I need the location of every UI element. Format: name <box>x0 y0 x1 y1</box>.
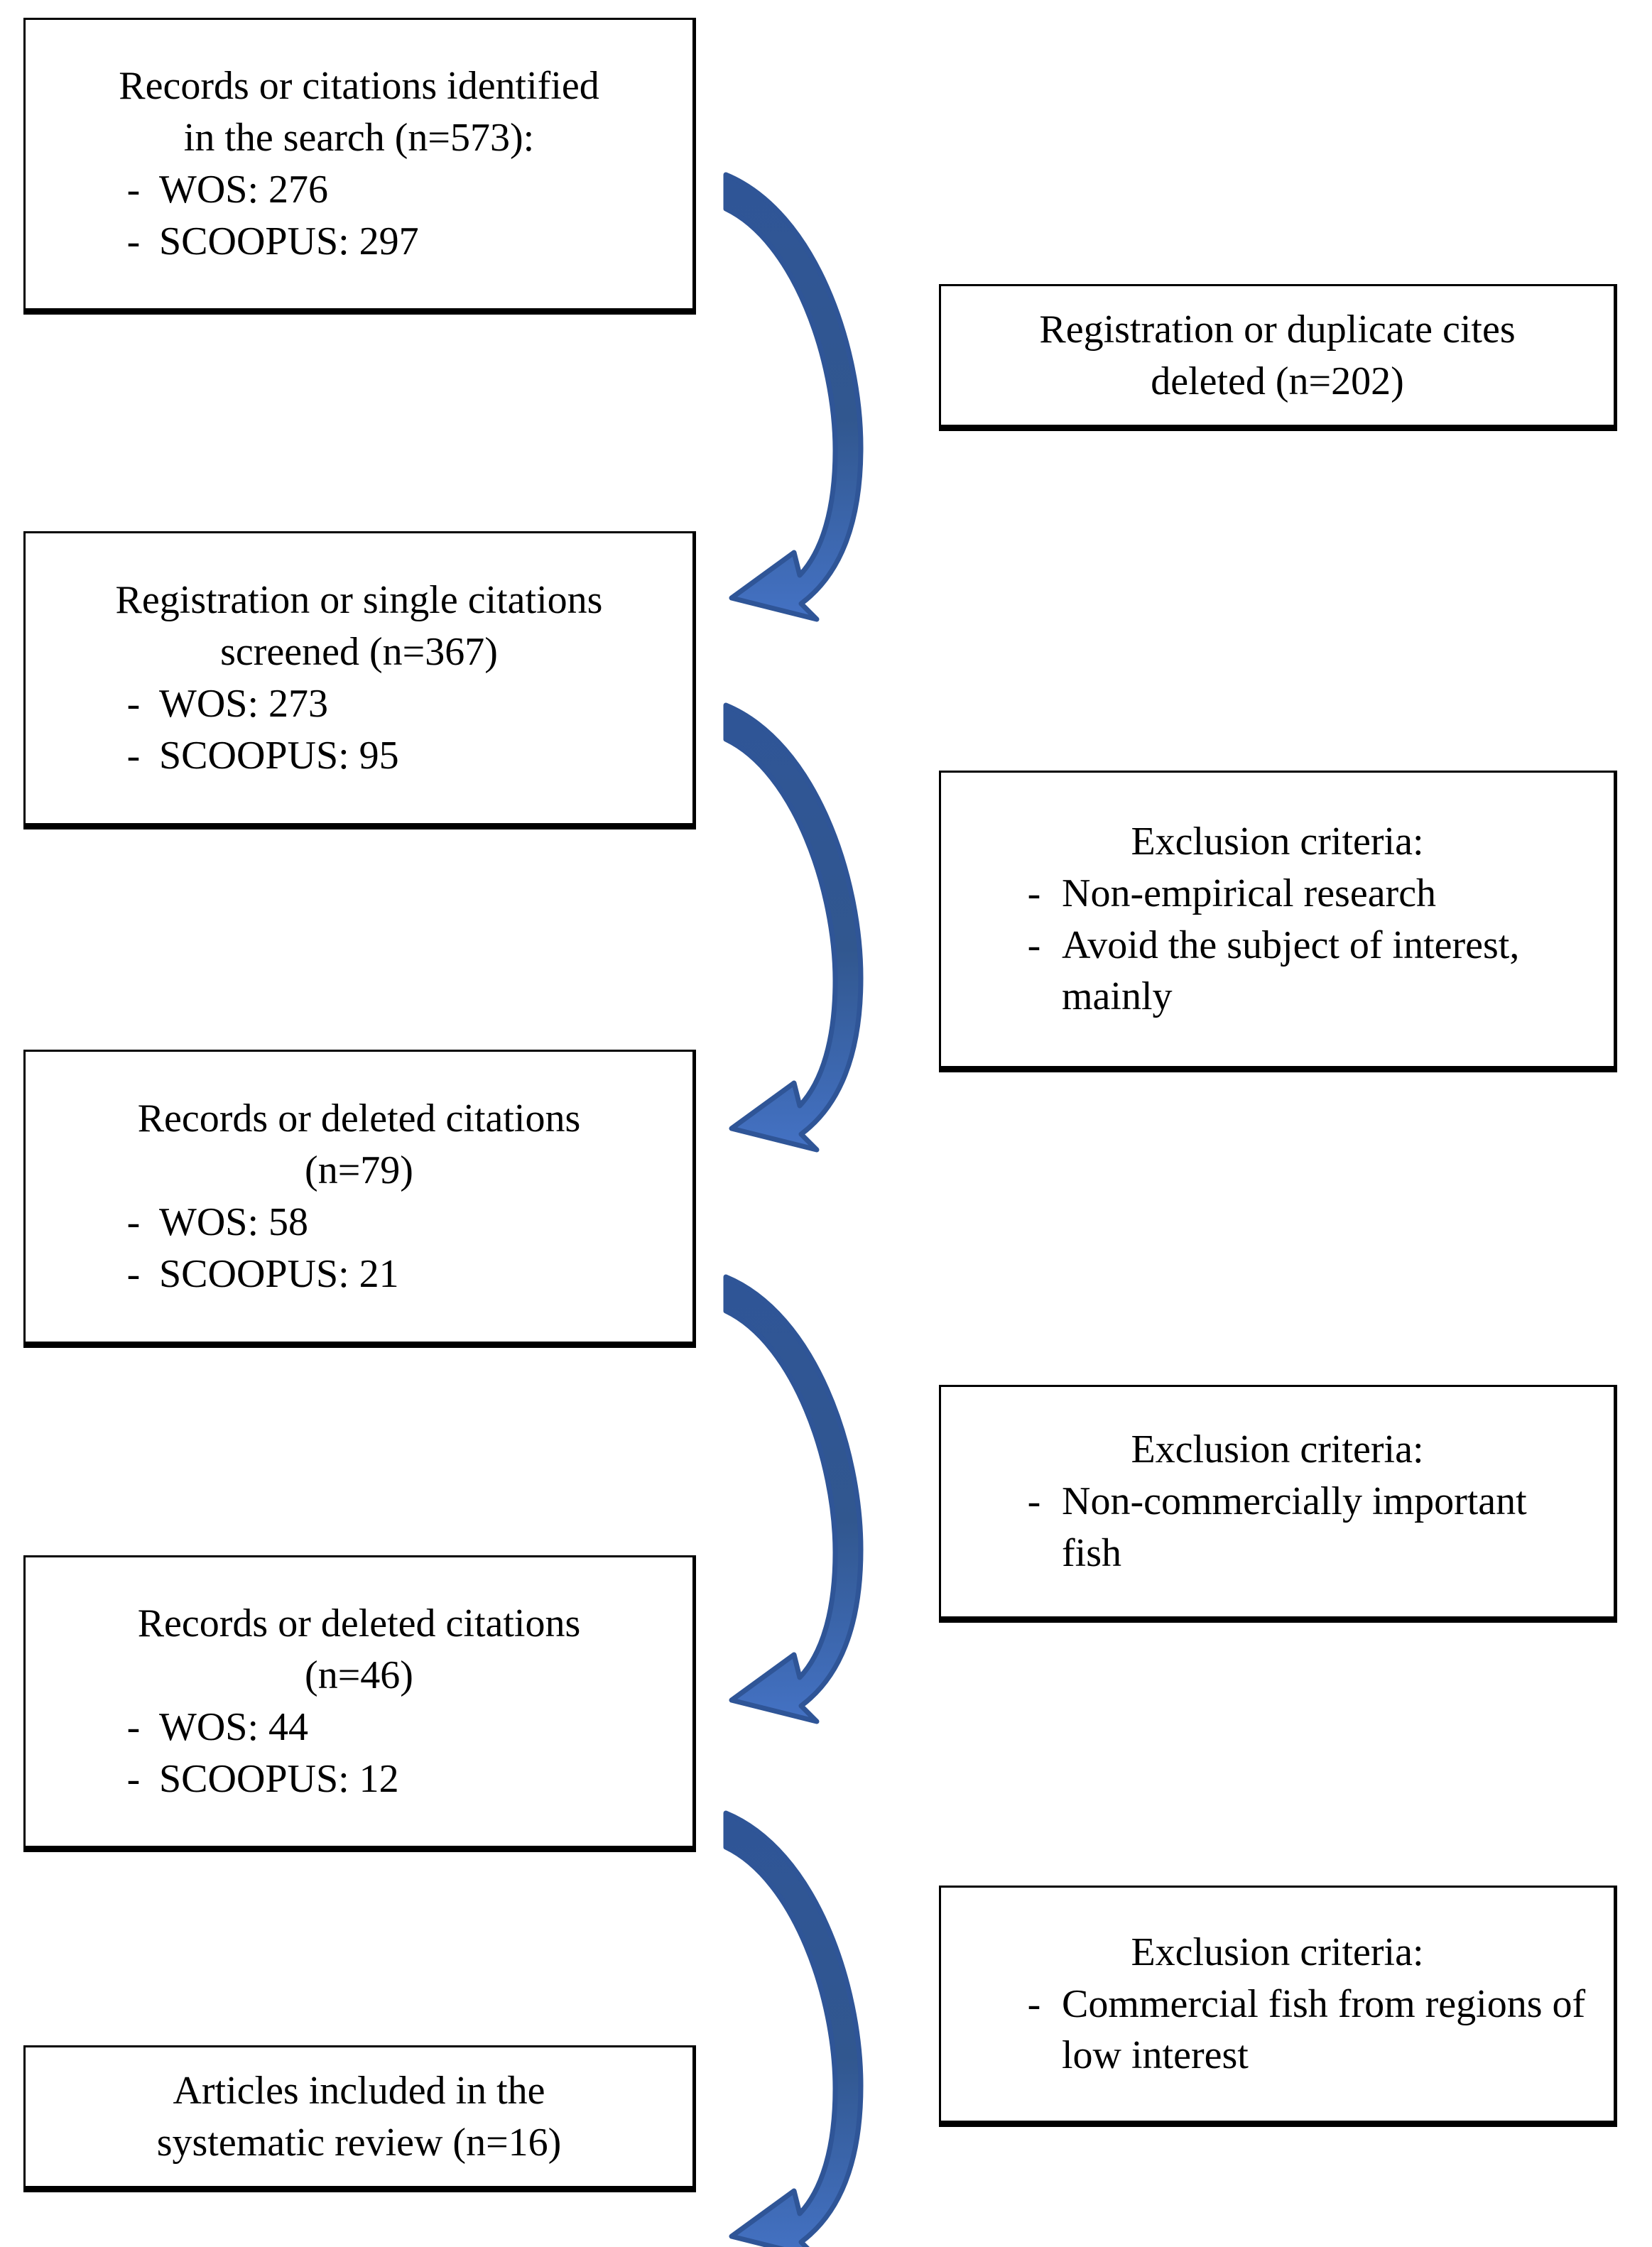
exclusion-criterion-label: Commercial fish from regions of low inte… <box>1062 1981 1586 2078</box>
bullet-dash-icon: - <box>126 1251 141 1296</box>
bullet-dash-icon: - <box>126 1705 141 1749</box>
bullet-dash-icon: - <box>1027 923 1041 967</box>
exclusion-heading-line-1: Exclusion criteria: <box>1131 1427 1424 1472</box>
stage-source-row: - SCOOPUS: 95 <box>44 730 674 782</box>
curved-arrow-icon-4 <box>710 1807 881 2247</box>
exclusion-box-criteria-1: Exclusion criteria: - Non-empirical rese… <box>939 771 1617 1072</box>
stage-source-label: WOS: 44 <box>159 1705 308 1749</box>
stage-source-row: - WOS: 44 <box>44 1702 674 1753</box>
bullet-dash-icon: - <box>1027 871 1041 915</box>
exclusion-criterion-row: - Non-commercially important fish <box>960 1476 1595 1579</box>
stage-box-eligibility-2: Records or deleted citations (n=46) - WO… <box>23 1555 696 1852</box>
exclusion-box-criteria-2: Exclusion criteria: - Non-commercially i… <box>939 1385 1617 1623</box>
exclusion-criterion-row: - Non-empirical research <box>960 868 1595 920</box>
stage-heading-line-2: in the search (n=573): <box>183 116 535 160</box>
bullet-dash-icon: - <box>126 1200 141 1244</box>
stage-heading-line-2: systematic review (n=16) <box>156 2120 562 2165</box>
exclusion-criterion-label: Avoid the subject of interest, mainly <box>1062 923 1520 1019</box>
stage-heading-line-2: (n=46) <box>305 1653 413 1698</box>
stage-source-label: SCOOPUS: 12 <box>159 1756 399 1801</box>
curved-arrow-icon-3 <box>710 1271 881 1740</box>
stage-box-eligibility-1: Records or deleted citations (n=79) - WO… <box>23 1050 696 1348</box>
stage-box-screening: Registration or single citations screene… <box>23 531 696 829</box>
exclusion-criterion-row: - Avoid the subject of interest, mainly <box>960 920 1595 1023</box>
bullet-dash-icon: - <box>126 1756 141 1801</box>
stage-source-row: - SCOOPUS: 21 <box>44 1248 674 1300</box>
exclusion-criterion-label: Non-commercially important fish <box>1062 1479 1527 1575</box>
exclusion-criterion-row: - Commercial fish from regions of low in… <box>960 1979 1595 2082</box>
stage-source-row: - SCOOPUS: 297 <box>44 216 674 268</box>
stage-source-row: - WOS: 276 <box>44 164 674 216</box>
exclusion-heading-line-1: Exclusion criteria: <box>1131 1930 1424 1974</box>
bullet-dash-icon: - <box>126 219 141 263</box>
stage-box-included: Articles included in the systematic revi… <box>23 2045 696 2192</box>
curved-arrow-icon-1 <box>710 169 881 638</box>
bullet-dash-icon: - <box>126 682 141 726</box>
curved-arrow-icon-2 <box>710 700 881 1168</box>
stage-source-label: SCOOPUS: 297 <box>159 219 419 263</box>
stage-source-row: - WOS: 58 <box>44 1197 674 1248</box>
stage-heading-line-2: screened (n=367) <box>220 630 498 675</box>
stage-source-label: WOS: 273 <box>159 682 328 726</box>
stage-source-label: SCOOPUS: 21 <box>159 1251 399 1296</box>
stage-source-row: - WOS: 273 <box>44 678 674 730</box>
exclusion-heading-line-1: Exclusion criteria: <box>1131 819 1424 864</box>
stage-box-identification: Records or citations identified in the s… <box>23 18 696 315</box>
exclusion-heading-line-1: Registration or duplicate cites <box>1039 307 1516 352</box>
stage-heading-line-1: Articles included in the <box>173 2068 545 2113</box>
stage-heading-line-1: Records or deleted citations <box>137 1097 581 1141</box>
bullet-dash-icon: - <box>126 168 141 212</box>
stage-source-row: - SCOOPUS: 12 <box>44 1753 674 1805</box>
stage-heading-line-1: Registration or single citations <box>115 578 603 623</box>
stage-heading-line-2: (n=79) <box>305 1148 413 1193</box>
stage-source-label: SCOOPUS: 95 <box>159 733 399 778</box>
exclusion-criterion-label: Non-empirical research <box>1062 871 1437 915</box>
bullet-dash-icon: - <box>126 733 141 778</box>
exclusion-heading-line-2: deleted (n=202) <box>1151 359 1404 403</box>
exclusion-box-criteria-3: Exclusion criteria: - Commercial fish fr… <box>939 1886 1617 2127</box>
stage-heading-line-1: Records or deleted citations <box>137 1601 581 1646</box>
stage-heading-line-1: Records or citations identified <box>119 64 599 109</box>
exclusion-box-duplicates-removed: Registration or duplicate cites deleted … <box>939 284 1617 431</box>
stage-source-label: WOS: 276 <box>159 168 328 212</box>
bullet-dash-icon: - <box>1027 1981 1041 2026</box>
bullet-dash-icon: - <box>1027 1479 1041 1524</box>
stage-source-label: WOS: 58 <box>159 1200 308 1244</box>
